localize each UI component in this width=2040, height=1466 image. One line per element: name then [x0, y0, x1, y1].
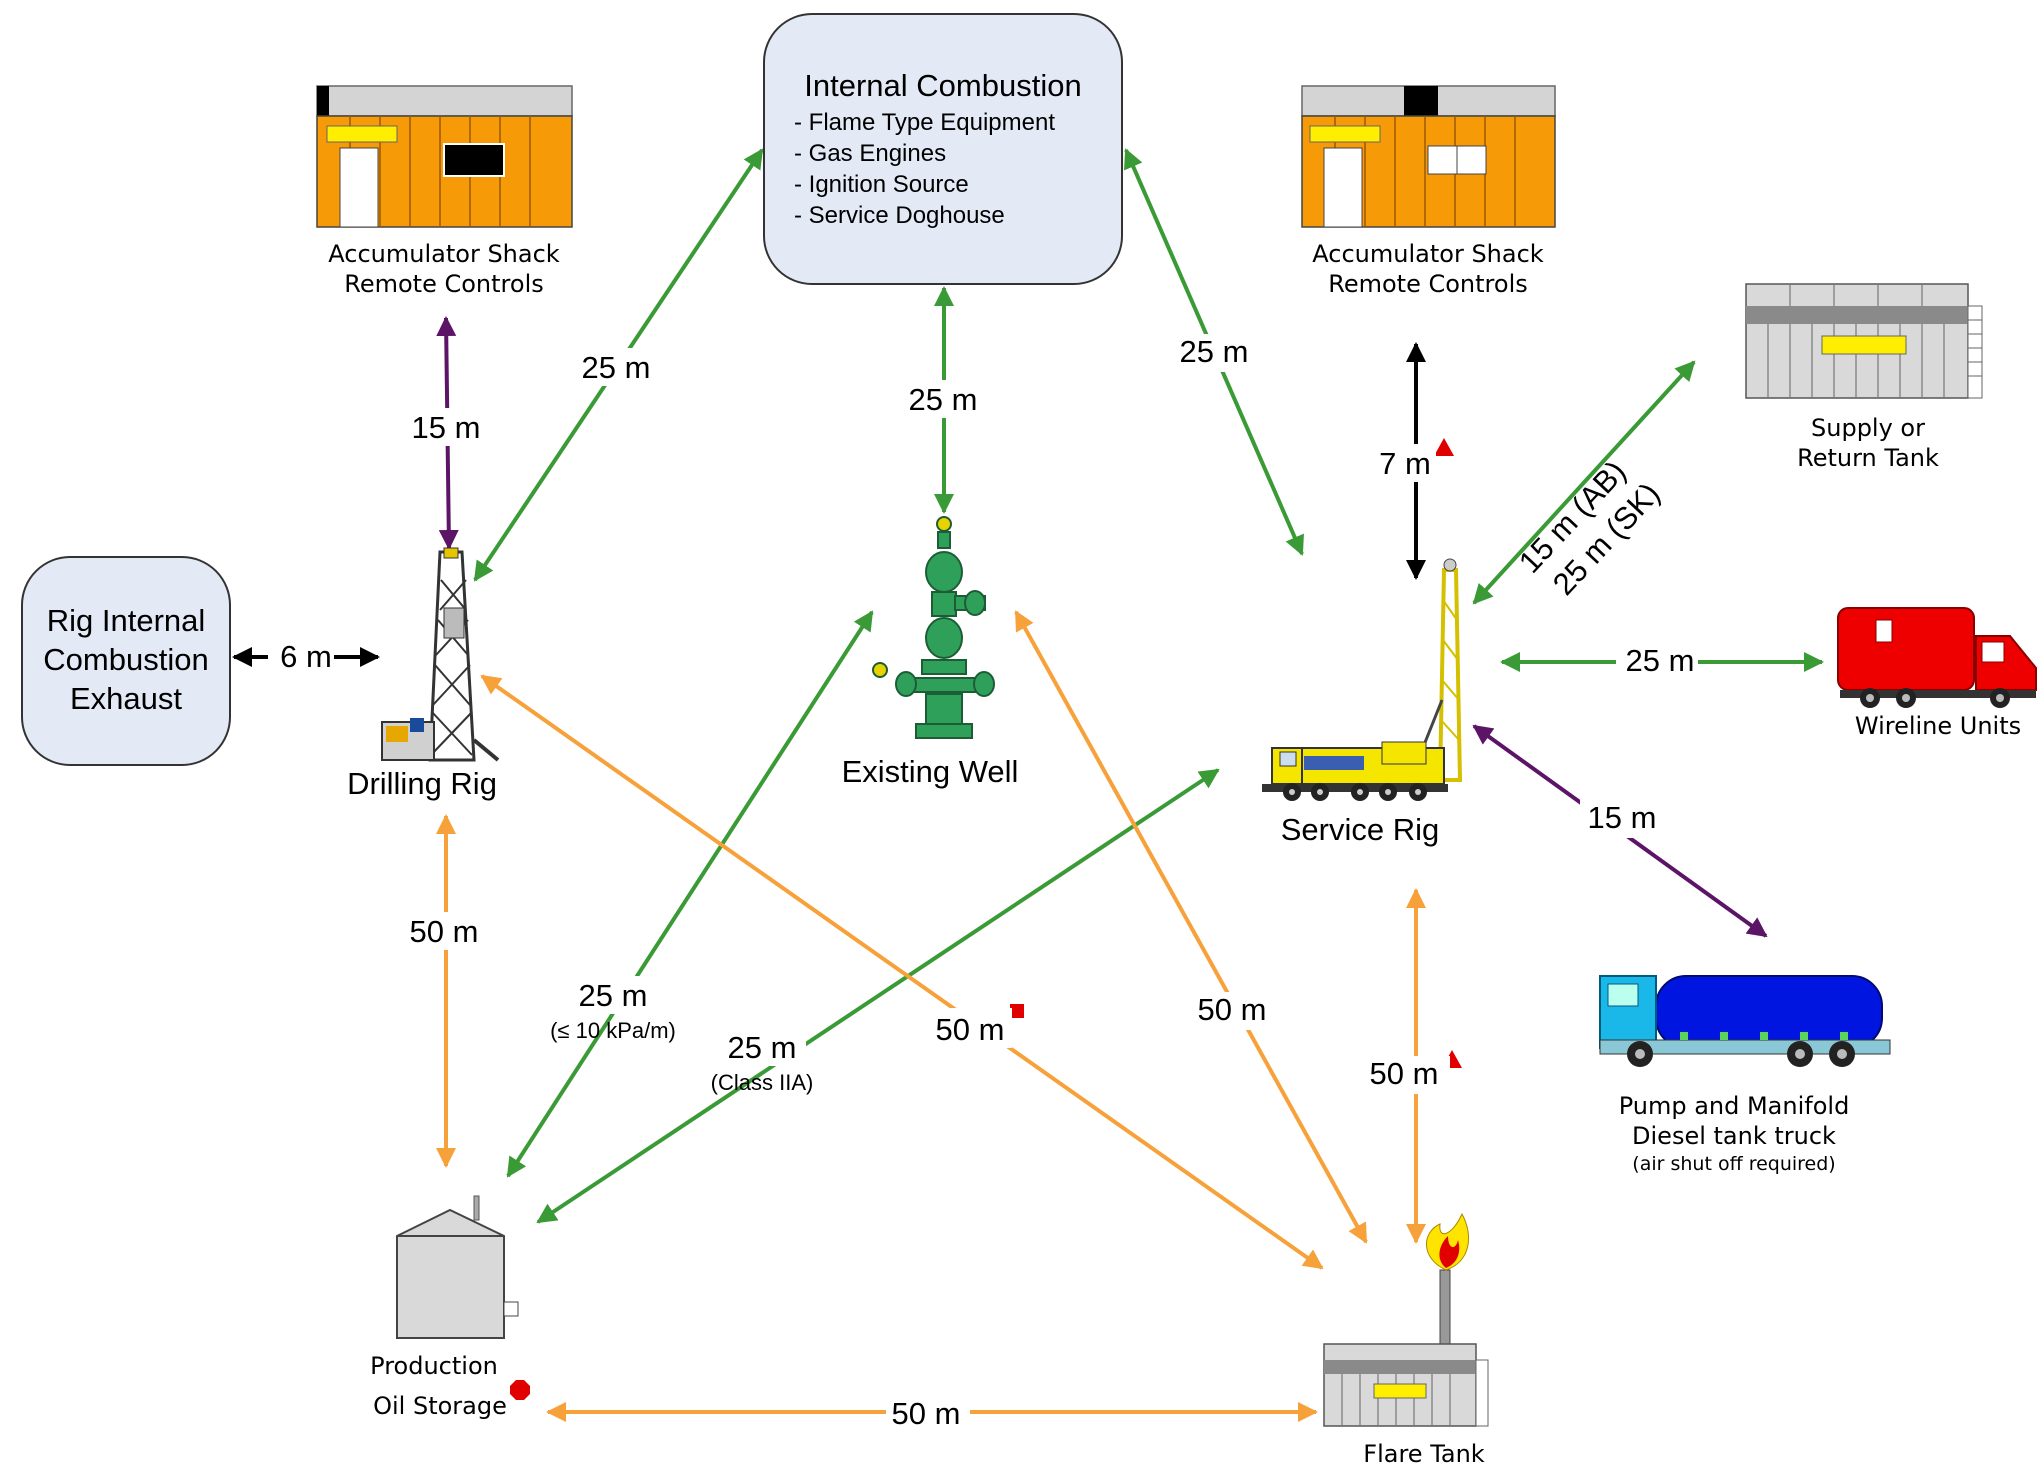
service-rig-icon	[1262, 558, 1463, 801]
dist-well-flare: 50 m	[1198, 992, 1267, 1027]
dist-acc-right-service: 7 m	[1379, 446, 1431, 481]
dist-ic-service: 25 m	[1180, 334, 1249, 369]
warning-square-icon	[1010, 1004, 1024, 1018]
dist-ic-well: 25 m	[909, 382, 978, 417]
arrow-well-storage	[506, 610, 874, 1178]
drilling-rig-label: Drilling Rig	[347, 766, 497, 801]
dist-service-storage-note: (Class IIA)	[711, 1070, 814, 1095]
acc-left-line-2: Remote Controls	[344, 270, 544, 298]
pump-note: (air shut off required)	[1632, 1153, 1835, 1175]
exhaust-line-1: Rig Internal	[47, 603, 206, 638]
acc-right-line-1: Accumulator Shack	[1312, 240, 1544, 268]
pump-line-2: Diesel tank truck	[1632, 1122, 1836, 1150]
dist-ic-drilling: 25 m	[582, 350, 651, 385]
dist-drilling-flare: 50 m	[936, 1012, 1005, 1047]
wireline-label: Wireline Units	[1855, 712, 2021, 740]
service-rig-label: Service Rig	[1281, 812, 1440, 847]
supply-tank-icon	[1745, 283, 1983, 399]
wellhead-icon	[872, 516, 995, 739]
accumulator-shack-right-icon	[1301, 85, 1556, 228]
dist-drilling-storage: 50 m	[410, 914, 479, 949]
ic-item-3: - Ignition Source	[794, 171, 969, 198]
pump-line-1: Pump and Manifold	[1619, 1092, 1850, 1120]
labels: Internal Combustion - Flame Type Equipme…	[43, 68, 2021, 1466]
dist-well-storage-note: (≤ 10 kPa/m)	[550, 1018, 676, 1043]
warning-triangle-icon	[1434, 438, 1454, 456]
storage-tank-icon	[396, 1195, 519, 1339]
flare-tank-icon	[1323, 1212, 1489, 1427]
dist-pump-service: 15 m	[1588, 800, 1657, 835]
acc-right-line-2: Remote Controls	[1328, 270, 1528, 298]
exhaust-line-2: Combustion	[43, 642, 208, 677]
dist-exhaust-drilling: 6 m	[280, 639, 332, 674]
label-backdrops	[268, 334, 1698, 1430]
ic-title: Internal Combustion	[804, 68, 1081, 103]
pump-truck-icon	[1599, 975, 1891, 1067]
dist-acc-left-drilling: 15 m	[412, 410, 481, 445]
drilling-rig-icon	[381, 547, 500, 762]
arrow-supply-service	[1472, 360, 1696, 605]
rig-exhaust-box	[21, 556, 231, 766]
storage-line-2: Oil Storage	[373, 1392, 507, 1420]
dist-service-flare: 50 m	[1370, 1056, 1439, 1091]
supply-line-1: Supply or	[1811, 414, 1925, 442]
dist-service-storage: 25 m	[728, 1030, 797, 1065]
acc-left-line-1: Accumulator Shack	[328, 240, 560, 268]
red-markers	[510, 438, 1462, 1400]
dist-storage-flare: 50 m	[892, 1396, 961, 1431]
arrow-well-flare	[1014, 610, 1368, 1244]
accumulator-shack-left-icon	[316, 85, 573, 228]
internal-combustion-box	[763, 13, 1123, 285]
exhaust-line-3: Exhaust	[70, 681, 182, 716]
ic-item-4: - Service Doghouse	[794, 202, 1005, 229]
ic-item-2: - Gas Engines	[794, 140, 946, 167]
wireline-truck-icon	[1837, 607, 2037, 708]
supply-line-2: Return Tank	[1797, 444, 1939, 472]
dist-wireline-service: 25 m	[1626, 643, 1695, 678]
flare-tank-label: Flare Tank	[1363, 1440, 1485, 1466]
storage-line-1: Production	[370, 1352, 498, 1380]
ic-item-1: - Flame Type Equipment	[794, 109, 1055, 136]
warning-octagon-icon	[510, 1380, 530, 1400]
dist-well-storage: 25 m	[579, 978, 648, 1013]
existing-well-label: Existing Well	[842, 754, 1019, 789]
